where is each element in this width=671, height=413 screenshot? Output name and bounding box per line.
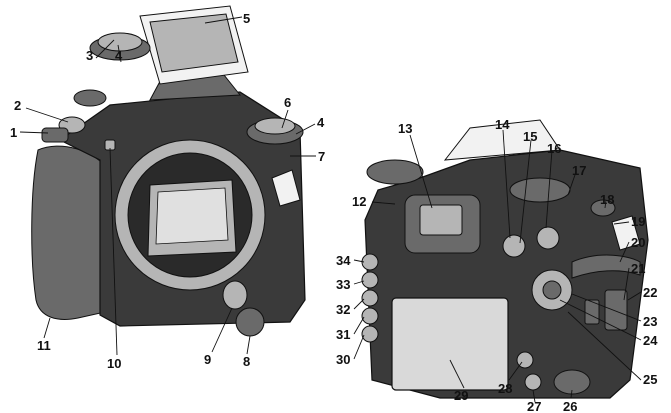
callout-34: 34 (336, 253, 351, 268)
lcd-monitor (391, 297, 509, 391)
callout-2: 2 (14, 98, 21, 113)
front-small-dial (73, 89, 107, 107)
side-button-33 (361, 271, 379, 289)
callout-20: 20 (631, 235, 645, 250)
callout-7: 7 (318, 149, 325, 164)
callout-27: 27 (527, 399, 541, 413)
viewfinder-window (419, 204, 463, 236)
front-grip (31, 145, 109, 320)
callout-33: 33 (336, 277, 350, 292)
callout-8: 8 (243, 354, 250, 369)
rear-prism-housing (443, 119, 561, 161)
front-control-dial (41, 127, 69, 143)
callout-18: 18 (600, 192, 614, 207)
callout-19: 19 (631, 214, 645, 229)
callout-31: 31 (336, 327, 350, 342)
callout-11: 11 (37, 338, 51, 353)
multi-controller-center (542, 280, 562, 300)
callout-30: 30 (336, 352, 350, 367)
rear-top-dial-right (509, 177, 571, 203)
callout-13: 13 (398, 121, 412, 136)
side-button-31 (361, 307, 379, 325)
rear-mode-button (590, 199, 616, 217)
callout-22: 22 (643, 285, 657, 300)
strap-lug (271, 169, 301, 207)
front-top-dial-left-cap (97, 32, 143, 52)
callout-12: 12 (352, 194, 366, 209)
callout-32: 32 (336, 302, 350, 317)
focus-mode-dial (235, 307, 265, 337)
front-top-dial-right-cap (254, 117, 296, 135)
callout-14: 14 (495, 117, 510, 132)
side-button-34 (361, 253, 379, 271)
callout-25: 25 (643, 372, 657, 387)
lens-release-button (222, 280, 248, 310)
callout-23: 23 (643, 314, 657, 329)
callout-24: 24 (643, 333, 658, 348)
callout-16: 16 (547, 141, 561, 156)
popup-flash-window (149, 13, 239, 73)
callout-5: 5 (243, 11, 250, 26)
callout-leaders (19, 16, 642, 403)
callout-15: 15 (523, 129, 537, 144)
callout-26: 26 (563, 399, 577, 413)
callout-29: 29 (454, 388, 468, 403)
callout-21: 21 (631, 261, 645, 276)
side-button-30 (361, 325, 379, 343)
front-camera-illustration (31, 5, 306, 337)
callout-labels: 1 2 3 4 5 6 4 7 8 9 10 11 12 13 14 15 16… (10, 11, 658, 413)
callout-17: 17 (572, 163, 586, 178)
callout-6: 6 (284, 95, 291, 110)
callout-4-front-left: 4 (115, 48, 123, 63)
rear-top-dial-left (366, 159, 424, 185)
card-slot-cover (604, 289, 628, 331)
callout-3: 3 (86, 48, 93, 63)
callout-4-front-right: 4 (317, 115, 325, 130)
rear-button-16 (536, 226, 560, 250)
rear-control-dial (571, 254, 641, 279)
rear-button-15 (502, 234, 526, 258)
callout-28: 28 (498, 381, 512, 396)
rear-button-27 (524, 373, 542, 391)
callout-10: 10 (107, 356, 121, 371)
rear-camera-illustration (361, 119, 649, 399)
rear-strap-lug (611, 215, 641, 251)
power-switch (553, 369, 591, 395)
callout-9: 9 (204, 352, 211, 367)
side-button-32 (361, 289, 379, 307)
callout-1: 1 (10, 125, 17, 140)
mirror (155, 187, 229, 245)
